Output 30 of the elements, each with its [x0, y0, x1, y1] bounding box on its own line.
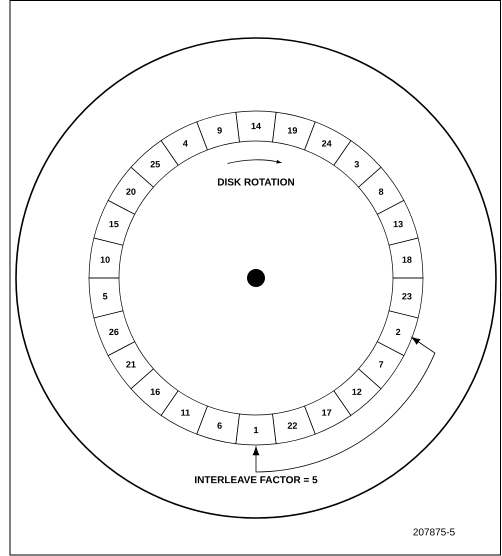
sector-box: 13	[376, 200, 418, 246]
sector-box: 9	[196, 112, 240, 150]
sector-box: 19	[272, 112, 316, 150]
sector-box: 17	[304, 390, 352, 434]
sector-box: 8	[358, 166, 404, 215]
sector-box: 12	[333, 368, 382, 416]
arrow	[252, 336, 436, 472]
sector-box: 25	[130, 140, 179, 188]
sector-box: 15	[94, 200, 136, 246]
figure-number: 207875-5	[413, 528, 455, 536]
sector-box: 18	[388, 238, 424, 278]
sector-box: 21	[108, 341, 154, 390]
sector-box: 23	[388, 278, 424, 318]
sector-box: 1	[236, 414, 276, 446]
sector-box: 5	[88, 278, 124, 318]
sector-box: 4	[160, 122, 208, 166]
sector-box: 10	[88, 238, 124, 278]
sector-box: 11	[160, 390, 208, 434]
sector-box: 16	[130, 368, 179, 416]
sector-box: 20	[108, 166, 154, 215]
sector-box: 22	[272, 406, 316, 444]
sector-box: 24	[304, 122, 352, 166]
caption-label: DISK ROTATION	[218, 178, 294, 186]
edge-label: INTERLEAVE FACTOR = 5	[195, 476, 318, 484]
sector-box: 6	[196, 406, 240, 444]
sector-box: 2	[376, 310, 418, 356]
sector-box: 3	[333, 140, 382, 188]
sector-box: 7	[358, 341, 404, 390]
sector-box: 26	[94, 310, 136, 356]
sector-box: 14	[236, 110, 276, 142]
